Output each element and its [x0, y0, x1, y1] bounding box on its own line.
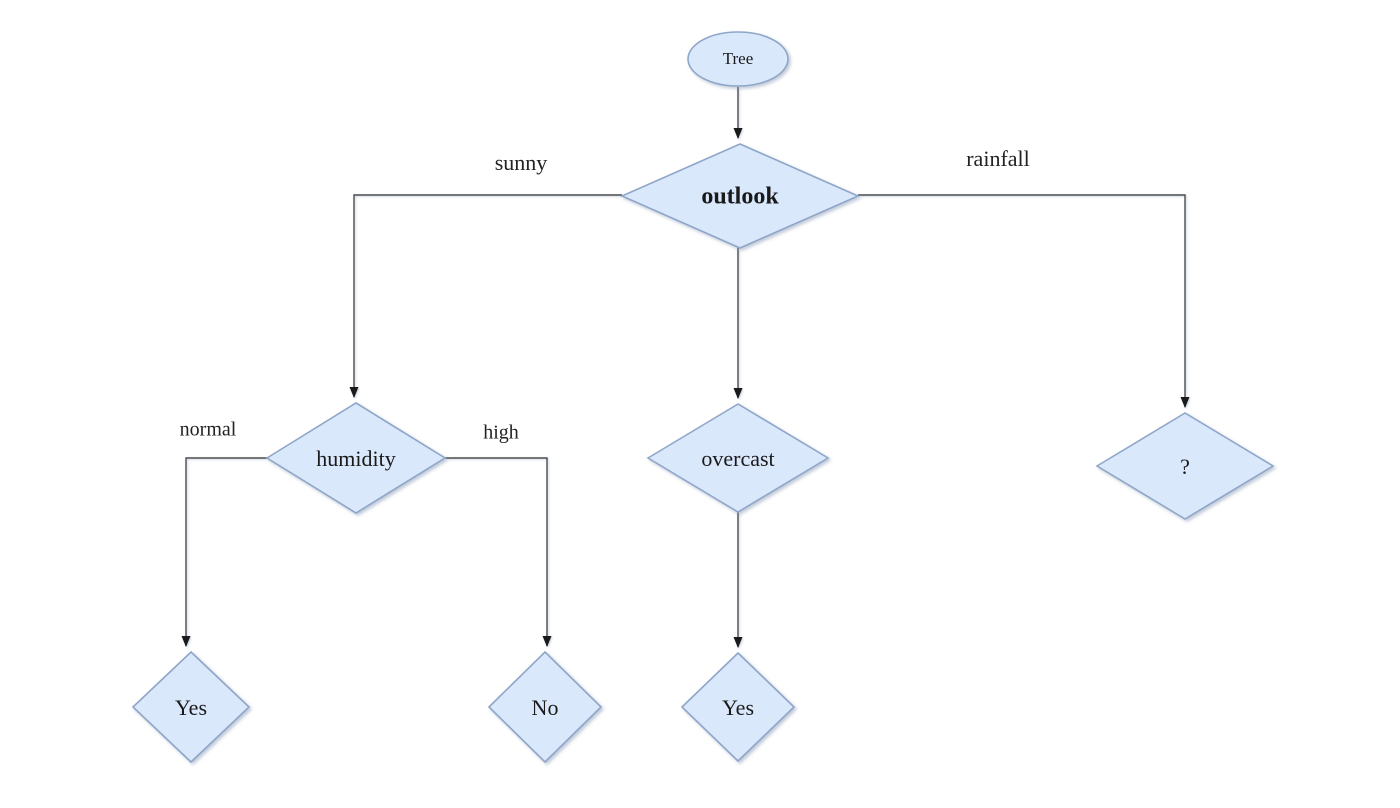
edge-humidity-yes — [181, 457, 267, 647]
question-diamond — [1095, 412, 1275, 520]
no-diamond — [487, 650, 603, 764]
no-node-label: No — [531, 695, 559, 720]
tree-ellipse — [687, 31, 789, 87]
question-node-label: ? — [1180, 454, 1190, 479]
yes-mid-diamond — [680, 651, 796, 763]
outlook-node-label: outlook — [701, 183, 779, 210]
yes-left-diamond — [131, 650, 251, 764]
rainfall-edge-label: rainfall — [966, 146, 1030, 171]
edge-humidity-no — [445, 457, 552, 647]
sunny-edge-label: sunny — [494, 150, 548, 175]
yes-mid-node-label: Yes — [721, 695, 755, 720]
normal-edge-label: normal — [179, 418, 237, 441]
tree-node-label: Tree — [722, 49, 754, 68]
node-layer — [131, 31, 1275, 764]
humidity-node-label: humidity — [316, 446, 396, 471]
overcast-node-label: overcast — [701, 446, 775, 471]
high-edge-label: high — [483, 421, 519, 444]
humidity-diamond — [265, 402, 447, 514]
edge-outlook-humidity — [349, 194, 622, 398]
edge-outlook-question — [858, 194, 1190, 408]
edge-layer — [181, 87, 1190, 648]
yes-left-node-label: Yes — [174, 695, 208, 720]
overcast-diamond — [646, 403, 830, 513]
outlook-diamond — [620, 143, 860, 249]
